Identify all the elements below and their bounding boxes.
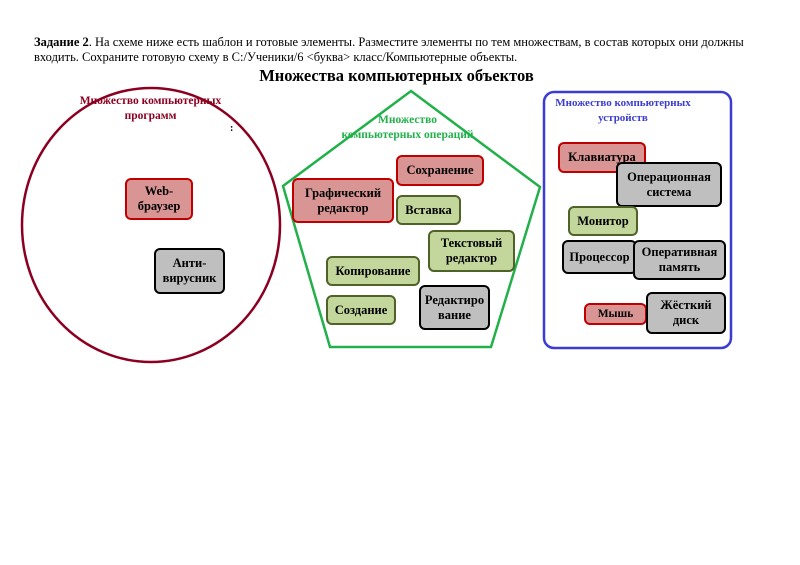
element-save[interactable]: Сохранение <box>396 155 484 186</box>
page-title: Множества компьютерных объектов <box>259 66 534 85</box>
programs-set-label: Множество компьютерных программ <box>79 95 222 122</box>
element-operating-system[interactable]: Операционная система <box>616 162 722 207</box>
element-ram[interactable]: Оперативная память <box>633 240 726 280</box>
task-body: . На схеме ниже есть шаблон и готовые эл… <box>34 35 744 64</box>
element-text-editor[interactable]: Текстовый редактор <box>428 230 515 272</box>
element-editing[interactable]: Редактиро вание <box>419 285 490 330</box>
element-web-browser[interactable]: Web-браузер <box>125 178 193 220</box>
element-copy[interactable]: Копирование <box>326 256 420 286</box>
operations-set-pentagon[interactable] <box>281 89 542 349</box>
element-hard-disk[interactable]: Жёсткий диск <box>646 292 726 334</box>
devices-set-label: Множество компьютерных устройств <box>555 97 691 124</box>
element-antivirus[interactable]: Анти-вирусник <box>154 248 225 294</box>
element-create[interactable]: Создание <box>326 295 396 325</box>
element-monitor[interactable]: Монитор <box>568 206 638 236</box>
task-text: Задание 2. На схеме ниже есть шаблон и г… <box>34 35 764 65</box>
operations-set-label: Множество компьютерных операций <box>341 114 474 141</box>
element-insert[interactable]: Вставка <box>396 195 461 225</box>
element-processor[interactable]: Процессор <box>562 240 637 274</box>
stray-mark: : <box>230 123 234 134</box>
programs-set-ellipse[interactable] <box>20 86 282 364</box>
devices-set-rect[interactable] <box>542 90 733 350</box>
element-graphics-editor[interactable]: Графический редактор <box>292 178 394 223</box>
task-label: Задание 2 <box>34 35 89 49</box>
element-mouse[interactable]: Мышь <box>584 303 647 325</box>
